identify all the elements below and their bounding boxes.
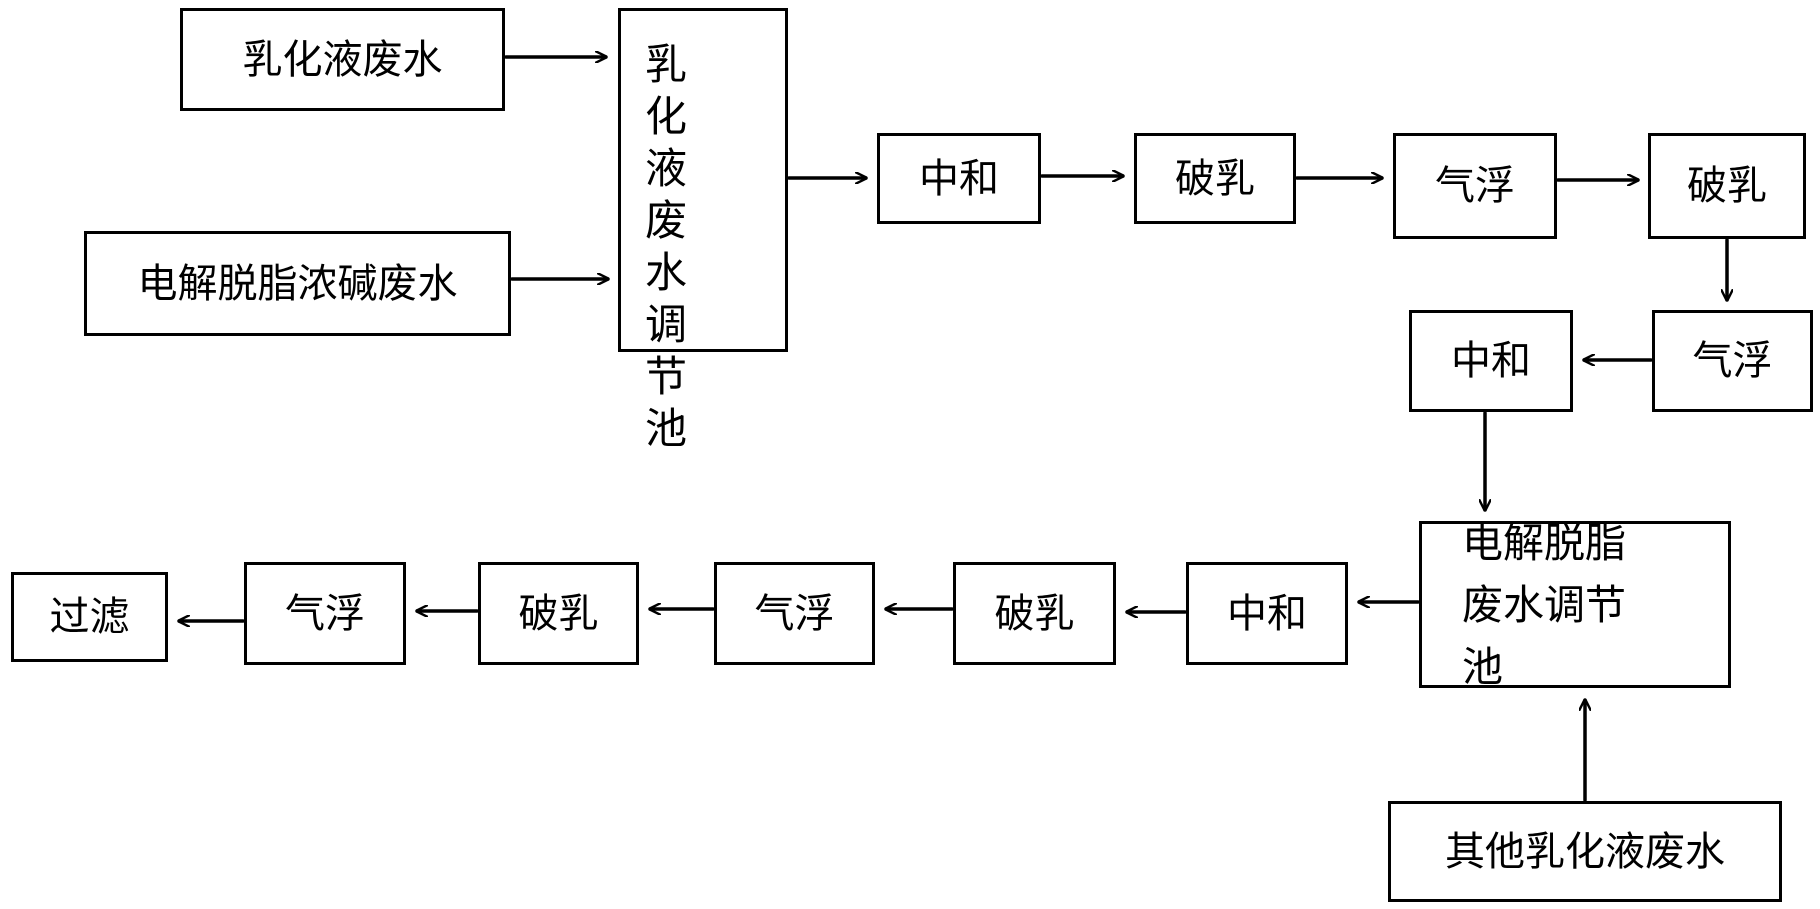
node-label: 气浮 [1692,338,1773,384]
node-label: 中和 [919,155,999,202]
node-label: 电解脱脂废水调节池 [1462,518,1626,691]
node-label: 中和 [1451,338,1531,384]
node-neutralize-2: 中和 [1409,310,1573,412]
node-air-float-3: 气浮 [714,562,875,665]
node-label: 破乳 [518,590,599,637]
node-neutralize-1: 中和 [877,133,1041,224]
node-emulsion-wastewater: 乳化液废水 [180,8,505,111]
node-air-float-4: 气浮 [244,562,406,665]
node-demulsify-3: 破乳 [953,562,1116,665]
node-emulsion-regulating-tank: 乳化液废水调节池 [618,8,788,453]
node-label: 破乳 [1687,163,1767,209]
node-label: 乳化液废水调节池 [645,40,712,453]
node-demulsify-1: 破乳 [1134,133,1296,224]
node-other-emulsion-wastewater: 其他乳化液废水 [1388,801,1782,902]
node-label: 气浮 [754,590,835,637]
node-label: 中和 [1227,590,1307,637]
node-label: 乳化液废水 [242,36,443,83]
node-label: 气浮 [285,590,365,637]
node-air-float-2: 气浮 [1652,310,1813,412]
node-label: 过滤 [49,594,130,640]
node-label: 电解脱脂浓碱废水 [137,260,458,307]
node-degreasing-alkali-wastewater: 电解脱脂浓碱废水 [84,231,511,336]
node-air-float-1: 气浮 [1393,133,1557,239]
node-label: 破乳 [1175,155,1255,202]
node-demulsify-2: 破乳 [1648,133,1806,239]
node-label: 破乳 [994,590,1075,637]
node-label: 其他乳化液废水 [1445,828,1725,875]
node-neutralize-3: 中和 [1186,562,1348,665]
node-filtration: 过滤 [11,572,168,662]
node-label: 气浮 [1435,163,1515,209]
node-demulsify-4: 破乳 [478,562,639,665]
node-degreasing-regulating-tank: 电解脱脂废水调节池 [1419,519,1731,691]
